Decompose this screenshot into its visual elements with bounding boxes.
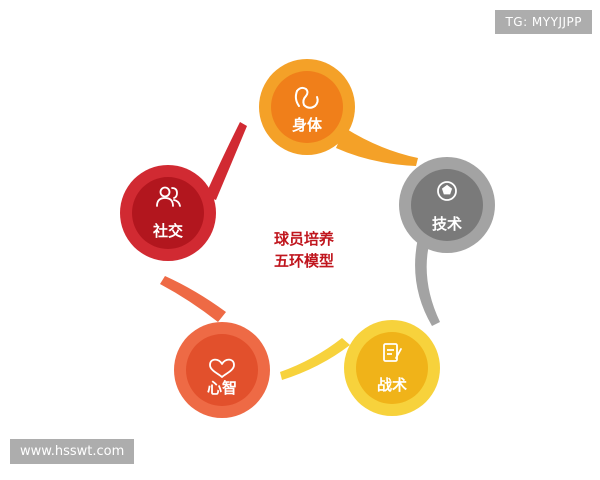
node-body: 身体 xyxy=(259,59,355,155)
heart-icon xyxy=(209,358,235,378)
clipboard-pen-icon xyxy=(383,343,402,362)
flexed-arm-icon xyxy=(294,86,319,109)
people-icon xyxy=(156,186,181,207)
node-social-label: 社交 xyxy=(152,222,183,240)
center-title-line2: 五环模型 xyxy=(274,252,334,270)
node-skill: 技术 xyxy=(399,157,495,253)
tail-social xyxy=(205,122,247,200)
node-mind-core xyxy=(186,334,258,406)
watermark-bottom: www.hsswt.com xyxy=(10,439,135,464)
watermark-top: TG: MYYJJPP xyxy=(495,10,592,34)
center-title-line1: 球员培养 xyxy=(274,230,335,248)
node-body-label: 身体 xyxy=(292,116,323,134)
tail-tactics xyxy=(280,338,350,380)
node-tactics-core xyxy=(356,332,428,404)
node-social: 社交 xyxy=(120,165,216,261)
soccer-ball-icon xyxy=(437,181,457,201)
tail-body xyxy=(336,128,418,166)
node-skill-label: 技术 xyxy=(432,215,462,233)
node-skill-core xyxy=(411,169,483,241)
node-social-core xyxy=(132,177,204,249)
tail-mind xyxy=(160,276,226,322)
node-mind: 心智 xyxy=(174,322,270,418)
node-tactics-label: 战术 xyxy=(377,376,407,394)
connector-tails xyxy=(160,122,440,380)
node-mind-label: 心智 xyxy=(207,379,237,397)
node-tactics: 战术 xyxy=(344,320,440,416)
center-title: 球员培养 五环模型 xyxy=(274,230,335,270)
tail-skill xyxy=(415,238,440,326)
